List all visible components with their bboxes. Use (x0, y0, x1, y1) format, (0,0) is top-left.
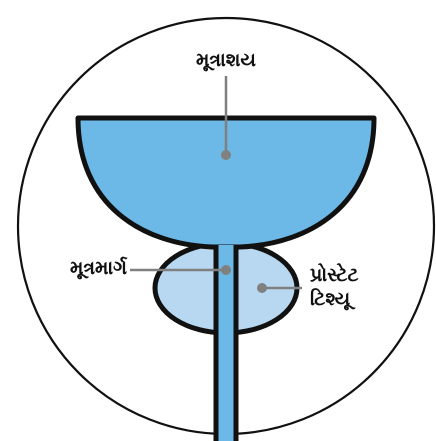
urethra-label: મૂત્રમાર્ગ (0, 258, 127, 280)
urethra-leader-dot (221, 265, 231, 275)
prostate-label-line2: ટિશ્યૂ (310, 288, 359, 312)
bladder-leader-dot (221, 150, 231, 160)
prostate-label: પ્રોસ્ટેટ ટિશ્યૂ (310, 264, 359, 312)
bladder-label: મૂત્રાશય (0, 50, 436, 72)
prostate-label-line1: પ્રોસ્ટેટ (310, 264, 359, 288)
prostate-leader-dot (257, 283, 267, 293)
